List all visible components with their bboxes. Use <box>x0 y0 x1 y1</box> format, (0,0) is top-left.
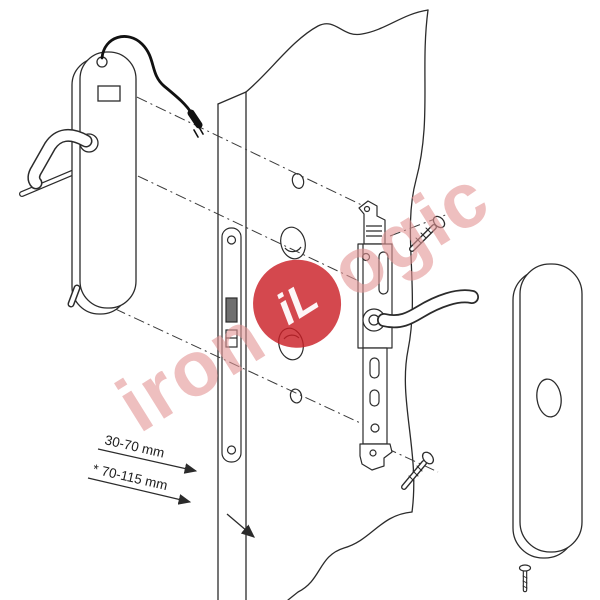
screw-top-threads <box>415 227 432 244</box>
exterior-lever-body <box>28 130 91 188</box>
mounting-screw-top <box>409 215 446 252</box>
cylinder-hole-upper <box>280 226 306 260</box>
interior-lever-handle <box>377 289 479 329</box>
lower-hole <box>370 423 380 433</box>
screw-top-head <box>432 215 446 229</box>
centerline-screw-bottom <box>385 447 439 473</box>
dimension-label-primary: 30-70 mm <box>103 432 166 460</box>
lock-case-slot <box>378 251 389 295</box>
faceplate-screw-hole-top <box>226 235 237 245</box>
thumbturn-cutout <box>536 378 562 418</box>
screw-bottom-threads <box>408 465 423 482</box>
door-top-broken-edge <box>245 9 429 93</box>
escutcheon-front-face <box>79 51 137 309</box>
cable-connector-pins <box>193 126 204 138</box>
exterior-handle-unit <box>19 51 137 315</box>
door-edge-top <box>217 91 247 105</box>
deadlatch-hook <box>358 200 386 245</box>
door-pointer-arrow <box>226 513 255 538</box>
cylinder-hole-lower <box>278 327 304 361</box>
deadlatch-pivot <box>363 205 371 213</box>
cover-screw-head <box>518 564 532 572</box>
door-right-broken-edge <box>404 9 429 513</box>
centerline-bottom <box>95 299 385 435</box>
mounting-screw-bottom <box>401 451 435 490</box>
lock-mechanism <box>357 200 393 471</box>
faceplate-screw-hole-bottom <box>226 445 237 455</box>
interior-lever-body <box>378 291 478 327</box>
lower-small-hole <box>289 388 303 404</box>
door-bottom-broken-edge <box>287 511 413 600</box>
mortise-faceplate <box>221 227 242 463</box>
dimension-leader-2 <box>87 477 192 505</box>
fixing-pin-body <box>69 286 79 306</box>
assembly-centerlines <box>95 87 449 473</box>
lower-slot-1 <box>369 357 380 379</box>
centerline-top <box>117 87 369 209</box>
keypad-window <box>97 85 121 102</box>
screw-bottom-head <box>421 451 435 465</box>
door-panel <box>217 9 429 600</box>
latch-bolt <box>225 297 238 323</box>
lock-lower-strip <box>362 347 388 445</box>
power-cable <box>100 35 204 138</box>
cover-screw <box>518 564 532 593</box>
lower-slot-2 <box>369 389 380 407</box>
bottom-bracket-hole <box>369 449 377 457</box>
cable-wire <box>100 35 194 116</box>
interior-cover-plate <box>512 263 583 559</box>
cover-screw-threads <box>522 575 528 589</box>
spring-coil-lines <box>366 225 382 237</box>
dimension-leader-1 <box>97 448 198 474</box>
screw-bottom-shaft <box>402 461 426 489</box>
bottom-bracket <box>359 443 393 471</box>
lock-case-hole <box>361 252 371 262</box>
door-cutouts <box>278 173 306 404</box>
screw-top-shaft <box>410 225 436 251</box>
cable-connector <box>187 109 203 129</box>
